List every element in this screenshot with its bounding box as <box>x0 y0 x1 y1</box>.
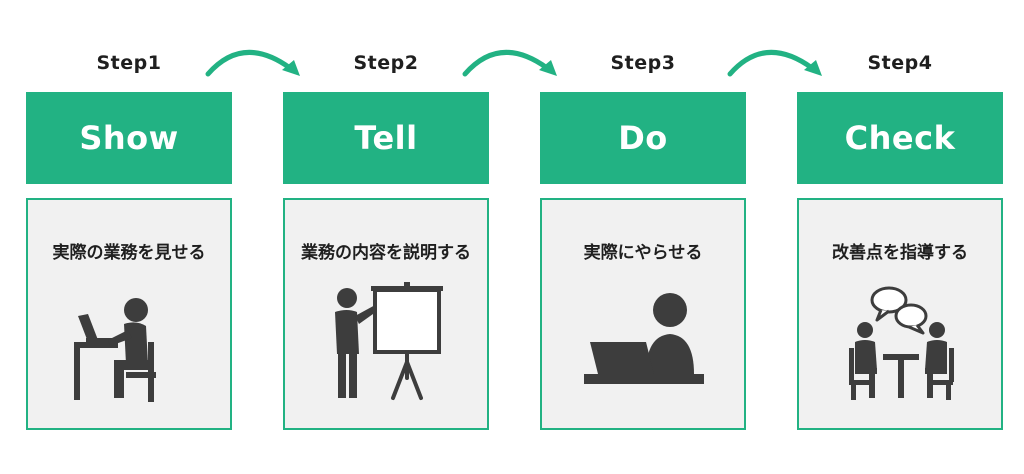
curved-arrow-icon <box>727 49 822 77</box>
step-description: 改善点を指導する <box>832 243 968 263</box>
curved-arrow-icon <box>462 49 557 77</box>
person-using-laptop-icon <box>584 293 704 384</box>
step-title: Show <box>79 119 179 157</box>
step-label: Step2 <box>353 52 419 74</box>
step-label: Step3 <box>610 52 676 74</box>
step-description-box: 実際にやらせる <box>540 198 746 430</box>
step-title: Tell <box>354 119 418 157</box>
step-description-box: 改善点を指導する <box>797 198 1003 430</box>
person-at-desk-laptop-icon <box>74 298 156 402</box>
presenter-whiteboard-icon <box>335 282 443 400</box>
step-title-box: Check <box>797 92 1003 184</box>
step-column-2: Step2 Tell 業務の内容を説明する <box>283 0 489 474</box>
step-description: 実際の業務を見せる <box>52 243 206 263</box>
step-label: Step4 <box>867 52 933 74</box>
step-title-box: Show <box>26 92 232 184</box>
step-description-box: 実際の業務を見せる <box>26 198 232 430</box>
step-description-box: 業務の内容を説明する <box>283 198 489 430</box>
step-column-1: Step1 Show 実際の業務を見せる <box>26 0 232 474</box>
step-label: Step1 <box>96 52 162 74</box>
step-description: 業務の内容を説明する <box>301 243 471 263</box>
step-title: Check <box>844 119 956 157</box>
step-title-box: Do <box>540 92 746 184</box>
step-title: Do <box>618 119 668 157</box>
two-people-talking-icon <box>849 286 954 400</box>
step-column-3: Step3 Do 実際にやらせる <box>540 0 746 474</box>
step-column-4: Step4 Check 改善点を指導する <box>797 0 1003 474</box>
curved-arrow-icon <box>205 49 300 77</box>
step-title-box: Tell <box>283 92 489 184</box>
step-description: 実際にやらせる <box>583 243 703 263</box>
